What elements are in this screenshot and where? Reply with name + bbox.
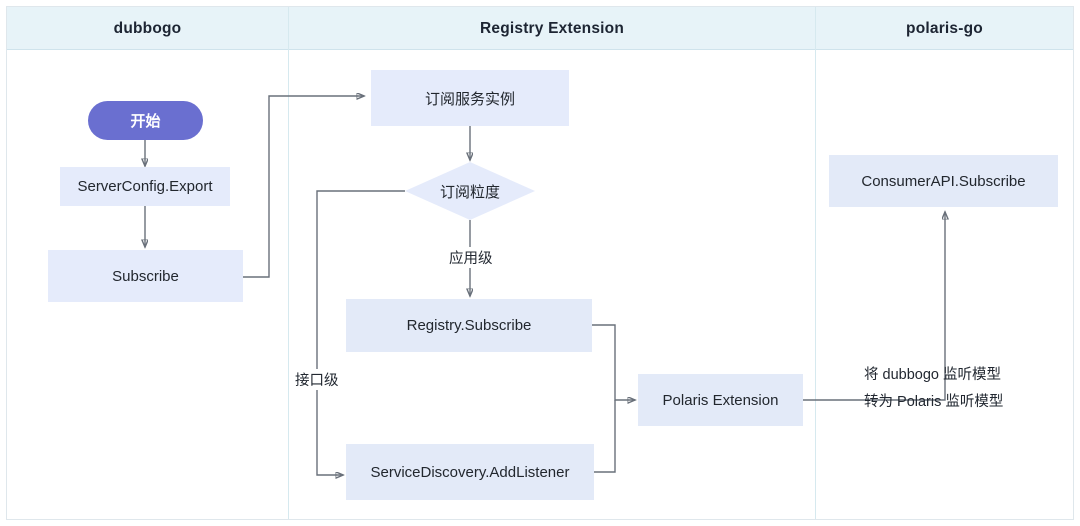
node-polaris-extension[interactable]: Polaris Extension [638, 374, 803, 426]
node-registry-subscribe[interactable]: Registry.Subscribe [346, 299, 592, 352]
column-header-band [7, 7, 1073, 50]
column-header-polaris-go: polaris-go [906, 20, 983, 37]
node-start[interactable]: 开始 [88, 101, 203, 140]
node-server-config-export[interactable]: ServerConfig.Export [60, 167, 230, 206]
column-divider-2 [815, 7, 816, 519]
node-subscribe[interactable]: Subscribe [48, 250, 243, 302]
node-service-discovery-add-listener[interactable]: ServiceDiscovery.AddListener [346, 444, 594, 500]
edge-label-convert-line1: 将 dubbogo 监听模型 [864, 367, 1002, 383]
node-consumer-api-subscribe[interactable]: ConsumerAPI.Subscribe [829, 155, 1058, 207]
edge-label-interface-level: 接口级 [292, 369, 342, 390]
diamond-shape-icon [405, 162, 535, 220]
node-subscribe-granularity-label: 订阅粒度 [439, 183, 500, 201]
node-subscribe-service-instance[interactable]: 订阅服务实例 [371, 70, 569, 126]
column-header-registry-extension: Registry Extension [479, 20, 624, 37]
edge-label-application-level: 应用级 [446, 247, 496, 268]
edge-label-convert-line2: 转为 Polaris 监听模型 [864, 394, 1004, 410]
column-header-dubbogo: dubbogo [113, 20, 182, 37]
node-subscribe-granularity[interactable]: 订阅粒度 [405, 162, 535, 220]
column-divider-1 [288, 7, 289, 519]
